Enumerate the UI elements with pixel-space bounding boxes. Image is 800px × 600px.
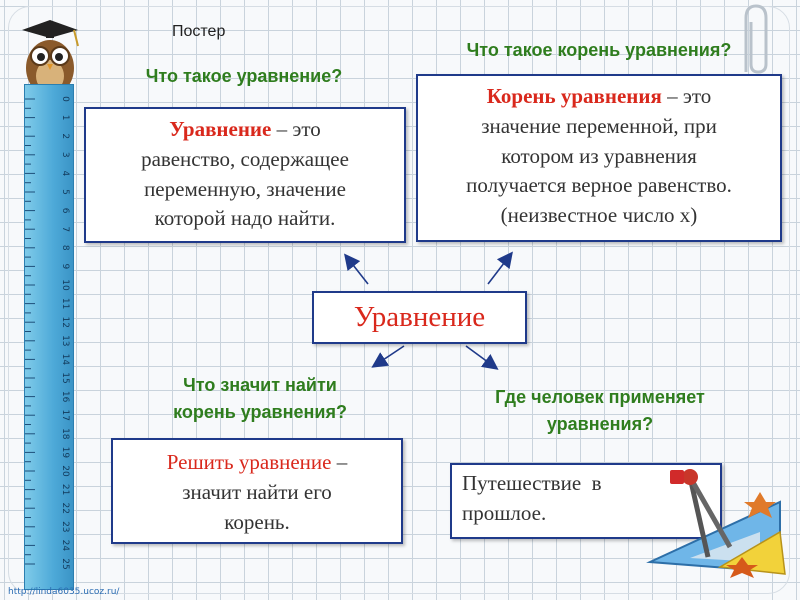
math-tools-illustration bbox=[630, 462, 790, 582]
arrow-to-root-box bbox=[488, 254, 511, 284]
box3-line1: Решить уравнение – bbox=[113, 448, 401, 478]
arrow-to-equation-box bbox=[346, 256, 368, 284]
definition-box-solve: Решить уравнение – значит найти его коре… bbox=[111, 438, 403, 544]
box3-line3: корень. bbox=[113, 508, 401, 538]
box3-rest: – bbox=[331, 450, 347, 474]
arrow-to-where-used bbox=[466, 346, 496, 368]
box3-line2: значит найти его bbox=[113, 478, 401, 508]
center-node-equation: Уравнение bbox=[312, 291, 527, 344]
box3-term: Решить уравнение bbox=[167, 450, 332, 474]
arrow-to-find-root bbox=[374, 346, 404, 366]
source-url: http://linda6035.ucoz.ru/ bbox=[8, 587, 119, 597]
